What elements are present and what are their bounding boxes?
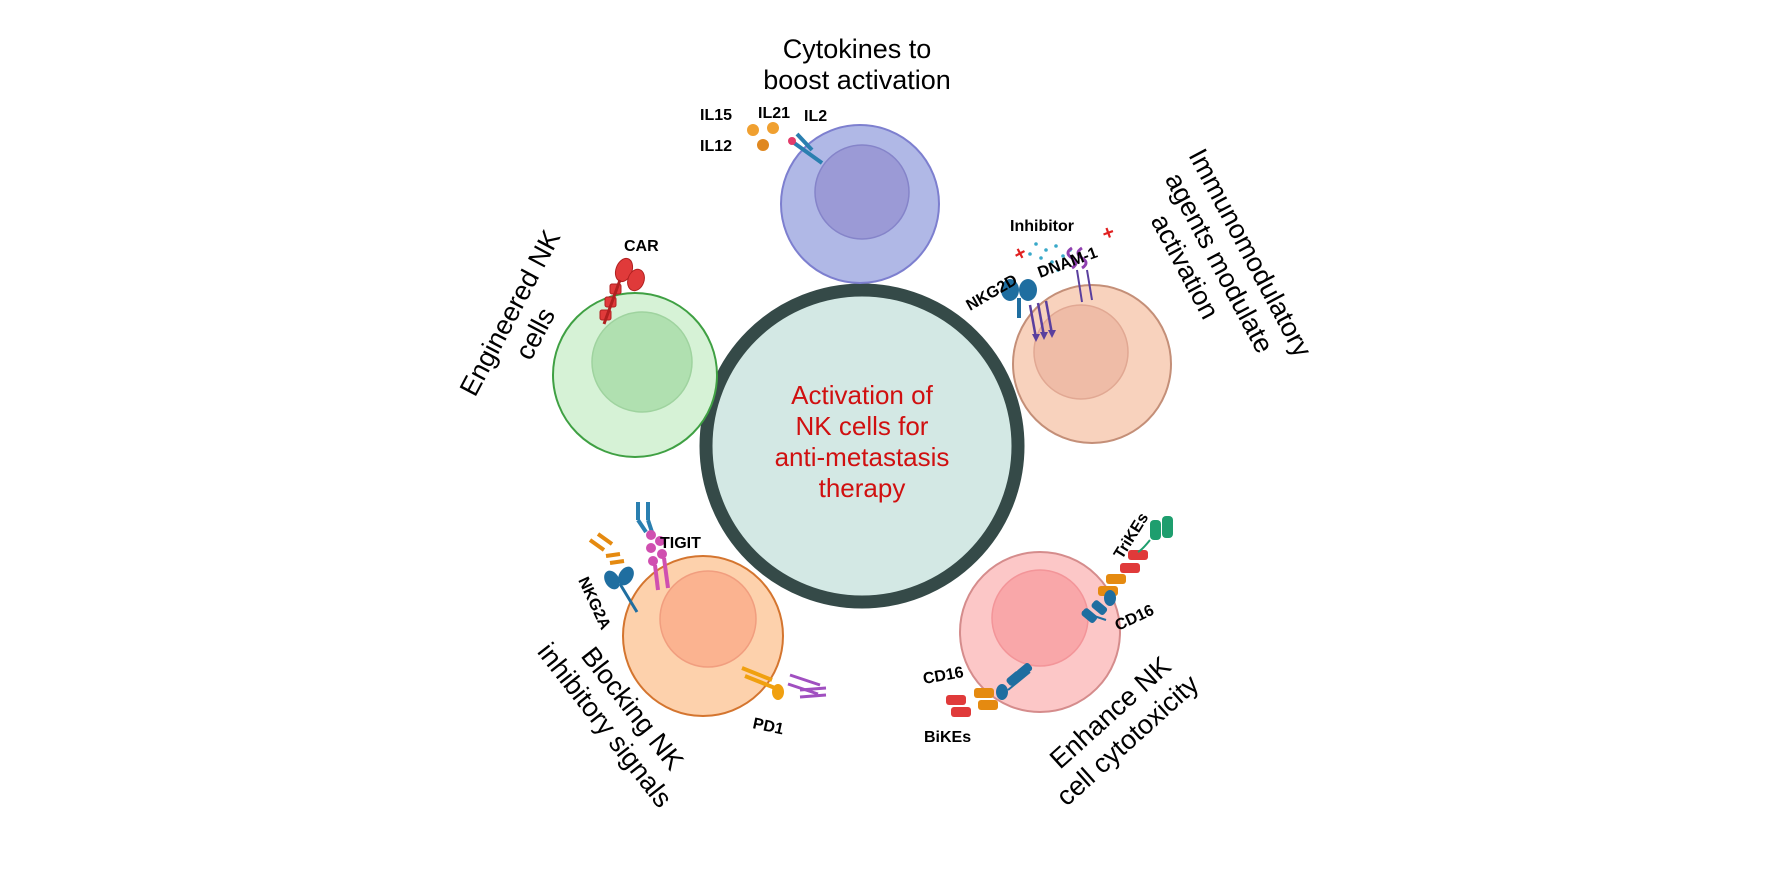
il2-receptor-icon <box>788 132 824 165</box>
il12-dot <box>757 139 769 151</box>
il15-dot <box>747 124 759 136</box>
tigit-receptor-icon <box>636 502 670 591</box>
engineered-nucleus <box>591 311 693 413</box>
center-cell: Activation of NK cells for anti-metastas… <box>699 283 1025 609</box>
il21-dot <box>767 122 779 134</box>
center-line-1: Activation of <box>791 380 933 410</box>
il21-label: IL21 <box>758 105 790 122</box>
inhibitor-dots-icon <box>1028 242 1072 272</box>
cytokines-nucleus <box>814 144 910 240</box>
center-circle <box>699 283 1025 609</box>
il12-label: IL12 <box>700 138 732 155</box>
pd1-receptor-icon <box>741 666 827 700</box>
cd16-bottom-label: CD16 <box>922 664 965 688</box>
dnam1-receptor-icon <box>1066 246 1093 303</box>
immuno-nucleus <box>1033 304 1129 400</box>
cd16-top-receptor-icon <box>1081 590 1116 623</box>
trike-icon <box>1098 516 1173 596</box>
cd16-top-label: CD16 <box>1113 602 1157 635</box>
blocking-nucleus <box>659 570 757 668</box>
il2-label: IL2 <box>804 108 827 125</box>
car-receptor-icon <box>599 257 645 325</box>
cytotox-nucleus <box>991 569 1089 667</box>
bikes-label: BiKEs <box>924 729 971 746</box>
il15-label: IL15 <box>700 107 732 124</box>
pd1-label: PD1 <box>751 715 785 738</box>
bike-icon <box>946 663 1033 717</box>
cytokines-cell-group: Cytokines to boost activation IL15 IL21 … <box>700 34 951 284</box>
nkg2d-receptor-icon <box>1001 279 1056 342</box>
cytokines-title-line-2: boost activation <box>763 65 951 95</box>
center-line-4: therapy <box>819 473 906 503</box>
inhibitor-label: Inhibitor <box>1010 218 1074 235</box>
nkg2a-receptor-icon <box>588 532 639 613</box>
center-line-2: NK cells for <box>796 411 929 441</box>
nkg2d-plus-icon: + <box>1010 242 1031 267</box>
car-label: CAR <box>624 238 659 255</box>
center-line-3: anti-metastasis <box>775 442 950 472</box>
tigit-label: TIGIT <box>660 535 701 552</box>
dnam1-plus-icon: + <box>1099 221 1118 246</box>
engineered-cell-group: CAR Engineered NK cells <box>454 225 718 458</box>
cytokines-title-line-1: Cytokines to <box>783 34 932 64</box>
